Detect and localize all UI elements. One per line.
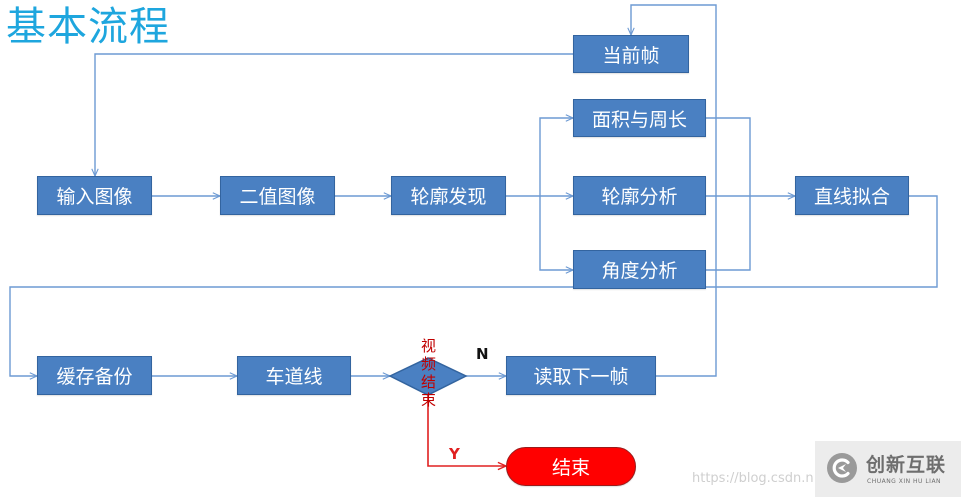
edge-contour-detection-to-area-perimeter (539, 118, 573, 196)
brand-logo-pinyin: CHUANG XIN HU LIAN (867, 478, 942, 485)
node-lane-line: 车道线 (237, 356, 351, 395)
edge-label-yes: Y (449, 445, 460, 463)
watermark-url: https://blog.csdn.n (692, 471, 814, 486)
decision-diamond (388, 357, 468, 396)
edge-label-no: N (476, 345, 489, 363)
edge-decision-yes-to-end (427, 395, 506, 466)
edge-line-fitting-to-cache-backup (9, 195, 938, 376)
node-binary-image: 二值图像 (220, 176, 335, 215)
edge-angle-analysis-to-line-fitting (706, 196, 751, 271)
page-title: 基本流程 (6, 4, 170, 50)
brand-logo: 创新互联 CHUANG XIN HU LIAN (815, 441, 961, 497)
node-read-next-frame: 读取下一帧 (506, 356, 656, 395)
node-line-fitting: 直线拟合 (795, 176, 909, 215)
edge-contour-detection-to-angle-analysis (539, 196, 573, 270)
brand-logo-icon (827, 453, 857, 483)
node-angle-analysis: 角度分析 (573, 250, 706, 289)
node-contour-detection: 轮廓发现 (391, 176, 506, 215)
brand-logo-name: 创新互联 (866, 454, 947, 476)
node-end: 结束 (506, 447, 636, 486)
node-cache-backup: 缓存备份 (37, 356, 152, 395)
edge-current-frame-to-input-image (95, 53, 573, 176)
node-input-image: 输入图像 (37, 176, 152, 215)
decision-label: 视频结束 (419, 338, 437, 410)
node-area-perimeter: 面积与周长 (573, 99, 706, 137)
node-current-frame: 当前帧 (573, 35, 689, 73)
edge-read-next-frame-to-current-frame (631, 4, 717, 377)
node-contour-analysis: 轮廓分析 (573, 176, 706, 215)
edge-area-perimeter-to-line-fitting (706, 117, 751, 196)
